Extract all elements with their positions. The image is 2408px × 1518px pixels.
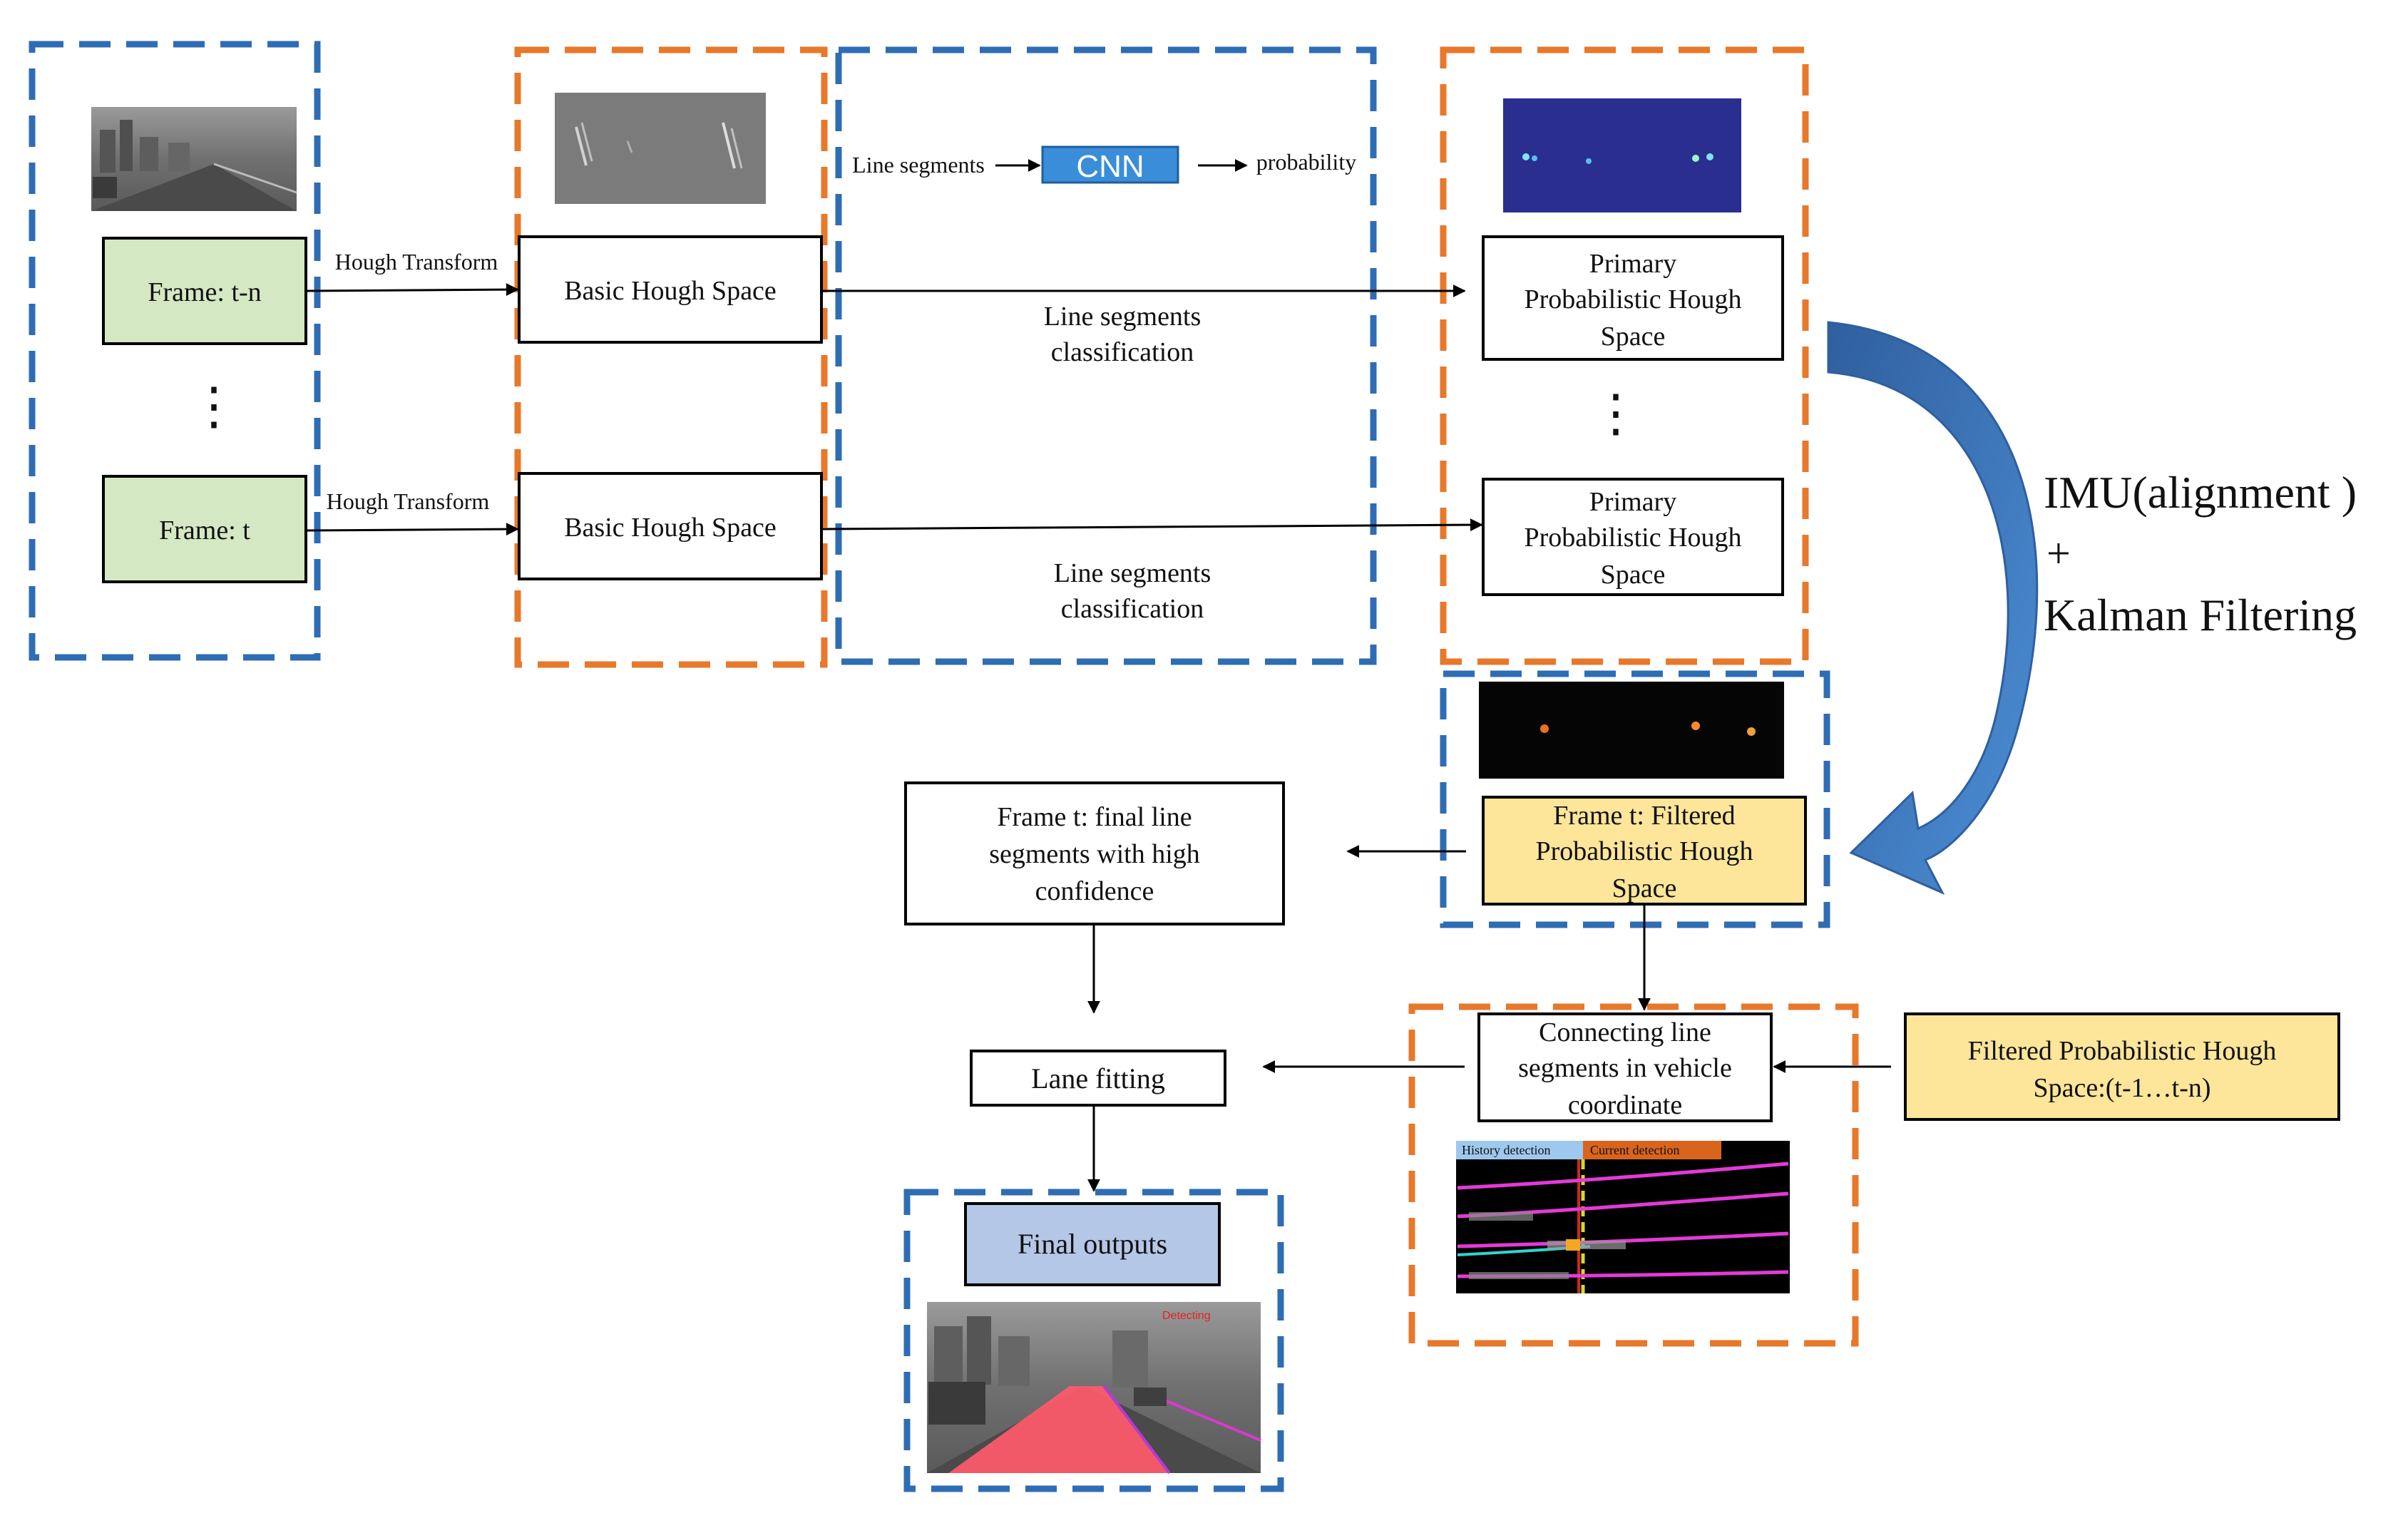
final-outputs-group — [903, 1189, 1284, 1492]
arrow-frame-tn-to-hough — [307, 283, 519, 297]
frame-t-label: Frame: t — [159, 516, 250, 545]
history-filtered-box — [1904, 1012, 2340, 1121]
frame-tn-label: Frame: t-n — [148, 277, 261, 307]
final-segments-line1: Frame t: final line — [997, 802, 1192, 832]
primary-hough-top-line3: Space — [1601, 322, 1666, 352]
hough-transform-label-bottom: Hough Transform — [327, 488, 490, 514]
frames-group — [29, 41, 321, 661]
primary-hough-bottom-line3: Space — [1601, 560, 1666, 590]
classification-group — [835, 46, 1377, 665]
filtered-line1: Frame t: Filtered — [1553, 801, 1735, 831]
frame-t-box — [102, 475, 307, 583]
arrow-hough-bottom-to-primary — [822, 518, 1483, 532]
imu-line1: IMU(alignment ) — [2044, 467, 2357, 518]
current-detection-label: Current detection — [1590, 1143, 1679, 1157]
primary-hough-box-bottom — [1482, 478, 1784, 596]
cnn-box — [1041, 145, 1179, 184]
classification-bottom-line2: classification — [1061, 594, 1204, 624]
frames-ellipsis: ⋮ — [188, 378, 240, 435]
classification-bottom-line1: Line segments — [1054, 558, 1211, 588]
detecting-overlay-label: Detecting — [1162, 1310, 1211, 1322]
filtered-hough-thumbnail — [1479, 682, 1784, 779]
vehicle-coordinate-plot — [1456, 1141, 1790, 1293]
primary-hough-group — [1440, 46, 1809, 665]
basic-hough-box-top — [518, 235, 823, 344]
lane-fitting-label: Lane fitting — [1031, 1062, 1165, 1094]
basic-hough-box-bottom — [518, 472, 823, 580]
lane-fitting-box — [970, 1050, 1226, 1107]
classification-top-line2: classification — [1051, 337, 1194, 367]
imu-kalman-curved-arrow — [1827, 321, 2039, 896]
primary-hough-top-line1: Primary — [1589, 249, 1676, 279]
basic-hough-label-top: Basic Hough Space — [564, 276, 777, 306]
connecting-segments-box — [1477, 1012, 1773, 1122]
imu-line3: Kalman Filtering — [2044, 590, 2357, 640]
primary-hough-bottom-line2: Probabilistic Hough — [1524, 523, 1741, 553]
final-outputs-label: Final outputs — [1018, 1228, 1167, 1260]
cnn-input-label: Line segments — [852, 152, 985, 178]
filtered-line2: Probabilistic Hough — [1535, 836, 1753, 866]
primary-hough-bottom-line1: Primary — [1589, 487, 1676, 517]
hough-transform-label-top: Hough Transform — [335, 249, 498, 275]
connecting-line1: Connecting line — [1539, 1017, 1711, 1047]
final-segments-box — [904, 781, 1285, 925]
primary-hough-ellipsis: ⋮ — [1590, 385, 1641, 442]
primary-hough-box-top — [1482, 235, 1784, 361]
final-segments-line2: segments with high — [989, 839, 1200, 869]
connecting-line3: coordinate — [1568, 1090, 1682, 1120]
filtered-hough-box — [1482, 796, 1807, 906]
history-detection-label: History detection — [1462, 1143, 1550, 1157]
final-outputs-box — [964, 1202, 1221, 1286]
road-photo-thumbnail — [91, 107, 297, 211]
history-filtered-line2: Space:(t-1…t-n) — [2033, 1073, 2210, 1103]
basic-hough-label-bottom: Basic Hough Space — [564, 513, 777, 543]
history-filtered-line1: Filtered Probabilistic Hough — [1968, 1036, 2277, 1066]
cnn-label: CNN — [1076, 149, 1144, 184]
frame-tn-box — [102, 237, 307, 345]
basic-hough-group — [514, 46, 828, 668]
filtered-group — [1440, 670, 1830, 928]
cnn-output-label: probability — [1256, 149, 1356, 175]
filtered-line3: Space — [1612, 873, 1677, 903]
connecting-group — [1408, 1003, 1859, 1347]
imu-line2: + — [2046, 530, 2071, 577]
primary-hough-thumbnail — [1503, 98, 1741, 212]
connecting-line2: segments in vehicle — [1518, 1053, 1732, 1083]
arrow-frame-t-to-hough — [307, 523, 519, 536]
final-output-photo: Detecting — [927, 1302, 1261, 1475]
classification-top-line1: Line segments — [1044, 302, 1202, 332]
basic-hough-thumbnail — [555, 93, 766, 204]
primary-hough-top-line2: Probabilistic Hough — [1524, 284, 1741, 314]
final-segments-line3: confidence — [1035, 876, 1154, 906]
